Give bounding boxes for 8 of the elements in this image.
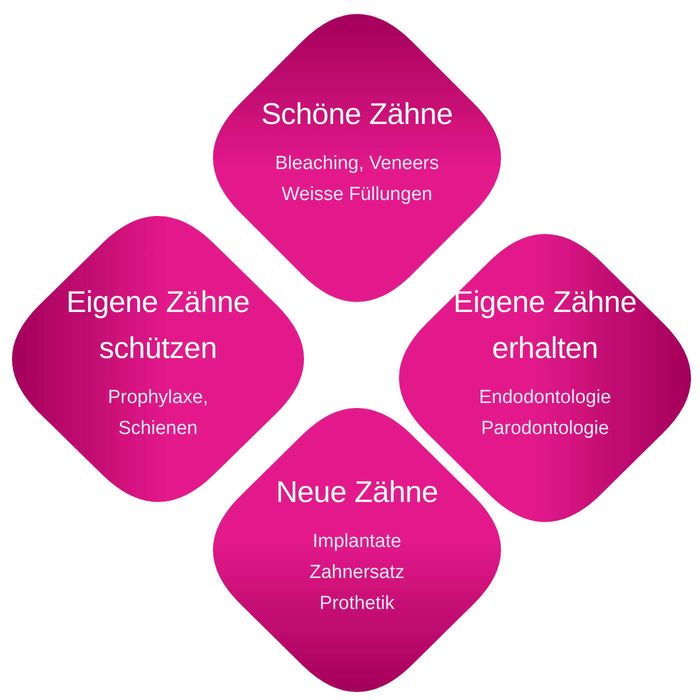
service-heading: Eigene Zähne schützen xyxy=(66,286,250,365)
service-heading: Eigene Zähne erhalten xyxy=(453,286,637,365)
service-list: Bleaching, Veneers Weisse Füllungen xyxy=(275,153,439,205)
service-heading: Neue Zähne xyxy=(276,476,438,509)
service-heading: Schöne Zähne xyxy=(261,98,453,131)
service-list: Prophylaxe, Schienen xyxy=(108,387,208,439)
service-list: Endodontologie Parodontologie xyxy=(478,387,612,439)
service-list: Implantate Zahnersatz Prothetik xyxy=(309,531,405,614)
